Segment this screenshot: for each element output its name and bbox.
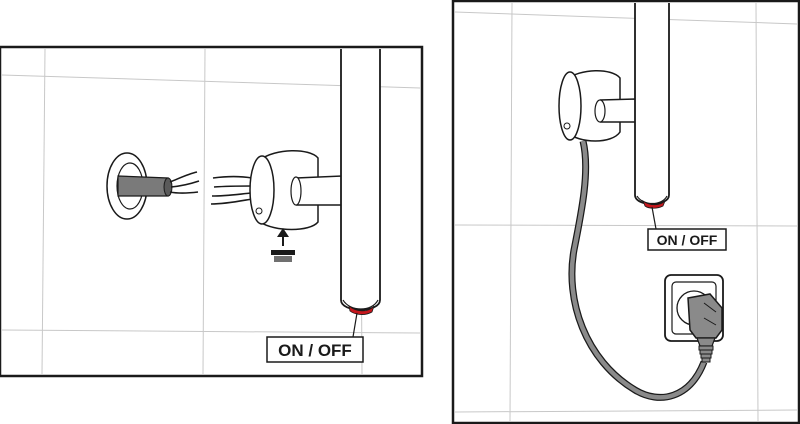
- switch-callout-line: [352, 312, 358, 338]
- on-off-label-right: ON / OFF: [647, 228, 727, 251]
- on-off-label-left-text: ON / OFF: [278, 341, 352, 360]
- power-plug: [687, 293, 723, 363]
- power-switch: [348, 304, 375, 315]
- panel-wall-installation: ON / OFF: [0, 45, 424, 378]
- power-cord: [568, 140, 708, 401]
- power-switch-right: [642, 199, 666, 209]
- cover-plug-icon: [271, 250, 295, 262]
- up-arrow-icon: [277, 228, 289, 246]
- on-off-label-left: ON / OFF: [266, 336, 364, 363]
- heater-tube-right: [634, 3, 670, 205]
- on-off-label-right-text: ON / OFF: [657, 232, 718, 248]
- panel-plug-installation: ON / OFF: [451, 0, 800, 424]
- horizontal-arm-right: [594, 98, 637, 123]
- switch-callout-line-right: [651, 206, 657, 230]
- heater-tube: [340, 49, 381, 311]
- supply-cable: [117, 171, 200, 197]
- heater-mount-cap: [249, 150, 319, 231]
- horizontal-arm: [290, 175, 343, 206]
- connection-wires: [210, 175, 253, 205]
- wall-tile-grid-right: [454, 2, 798, 422]
- heater-mount-cap-right: [558, 70, 621, 142]
